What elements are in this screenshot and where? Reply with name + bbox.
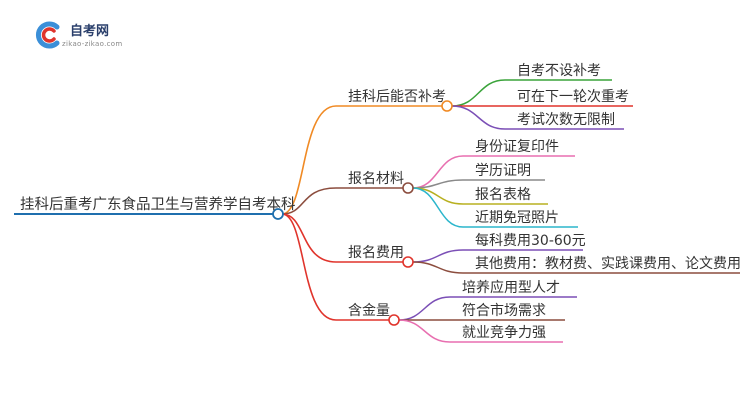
leaf-connector [451,105,506,130]
leaf-topic[interactable]: 学历证明 [475,163,531,179]
root-topic[interactable]: 挂科后重考广东食品卫生与营养学自考本科 [20,197,296,213]
branch-connector [281,213,337,263]
leaf-connector [412,155,464,189]
leaf-topic[interactable]: 就业竞争力强 [462,325,546,341]
leaf-topic[interactable]: 自考不设补考 [517,63,601,79]
leaf-connector [398,296,451,321]
logo-mark-icon [36,21,60,49]
leaf-topic[interactable]: 身份证复印件 [475,139,559,155]
branch-connector [281,105,337,215]
branch-collapse-node [441,100,453,112]
branch-topic[interactable]: 报名材料 [348,171,404,187]
branch-topic[interactable]: 挂科后能否补考 [348,89,446,105]
leaf-connector [451,79,506,107]
leaf-topic[interactable]: 培养应用型人才 [462,280,560,296]
branch-connector [281,187,337,215]
branch-topic[interactable]: 报名费用 [348,245,404,261]
branch-collapse-node [402,256,414,268]
leaf-connector [412,187,464,228]
logo-title: 自考网 [70,24,110,39]
leaf-topic[interactable]: 近期免冠照片 [475,210,559,226]
branch-connector [281,213,337,321]
branch-topic[interactable]: 含金量 [348,303,390,319]
root-collapse-node [272,208,284,220]
leaf-connector [412,261,464,274]
leaf-connector [412,187,464,205]
leaf-connector [398,319,451,343]
logo-url: zikao-zikao.com [62,40,123,48]
leaf-topic[interactable]: 报名表格 [475,187,531,203]
leaf-topic[interactable]: 其他费用：教材费、实践课费用、论文费用 [475,256,741,272]
site-logo[interactable]: 自考网 zikao-zikao.com [30,18,160,54]
branch-collapse-node [388,314,400,326]
leaf-topic[interactable]: 考试次数无限制 [517,112,615,128]
leaf-connector [412,249,464,263]
leaf-topic[interactable]: 可在下一轮次重考 [517,89,629,105]
branch-collapse-node [402,182,414,194]
leaf-topic[interactable]: 符合市场需求 [462,303,546,319]
leaf-topic[interactable]: 每科费用30-60元 [475,233,586,249]
